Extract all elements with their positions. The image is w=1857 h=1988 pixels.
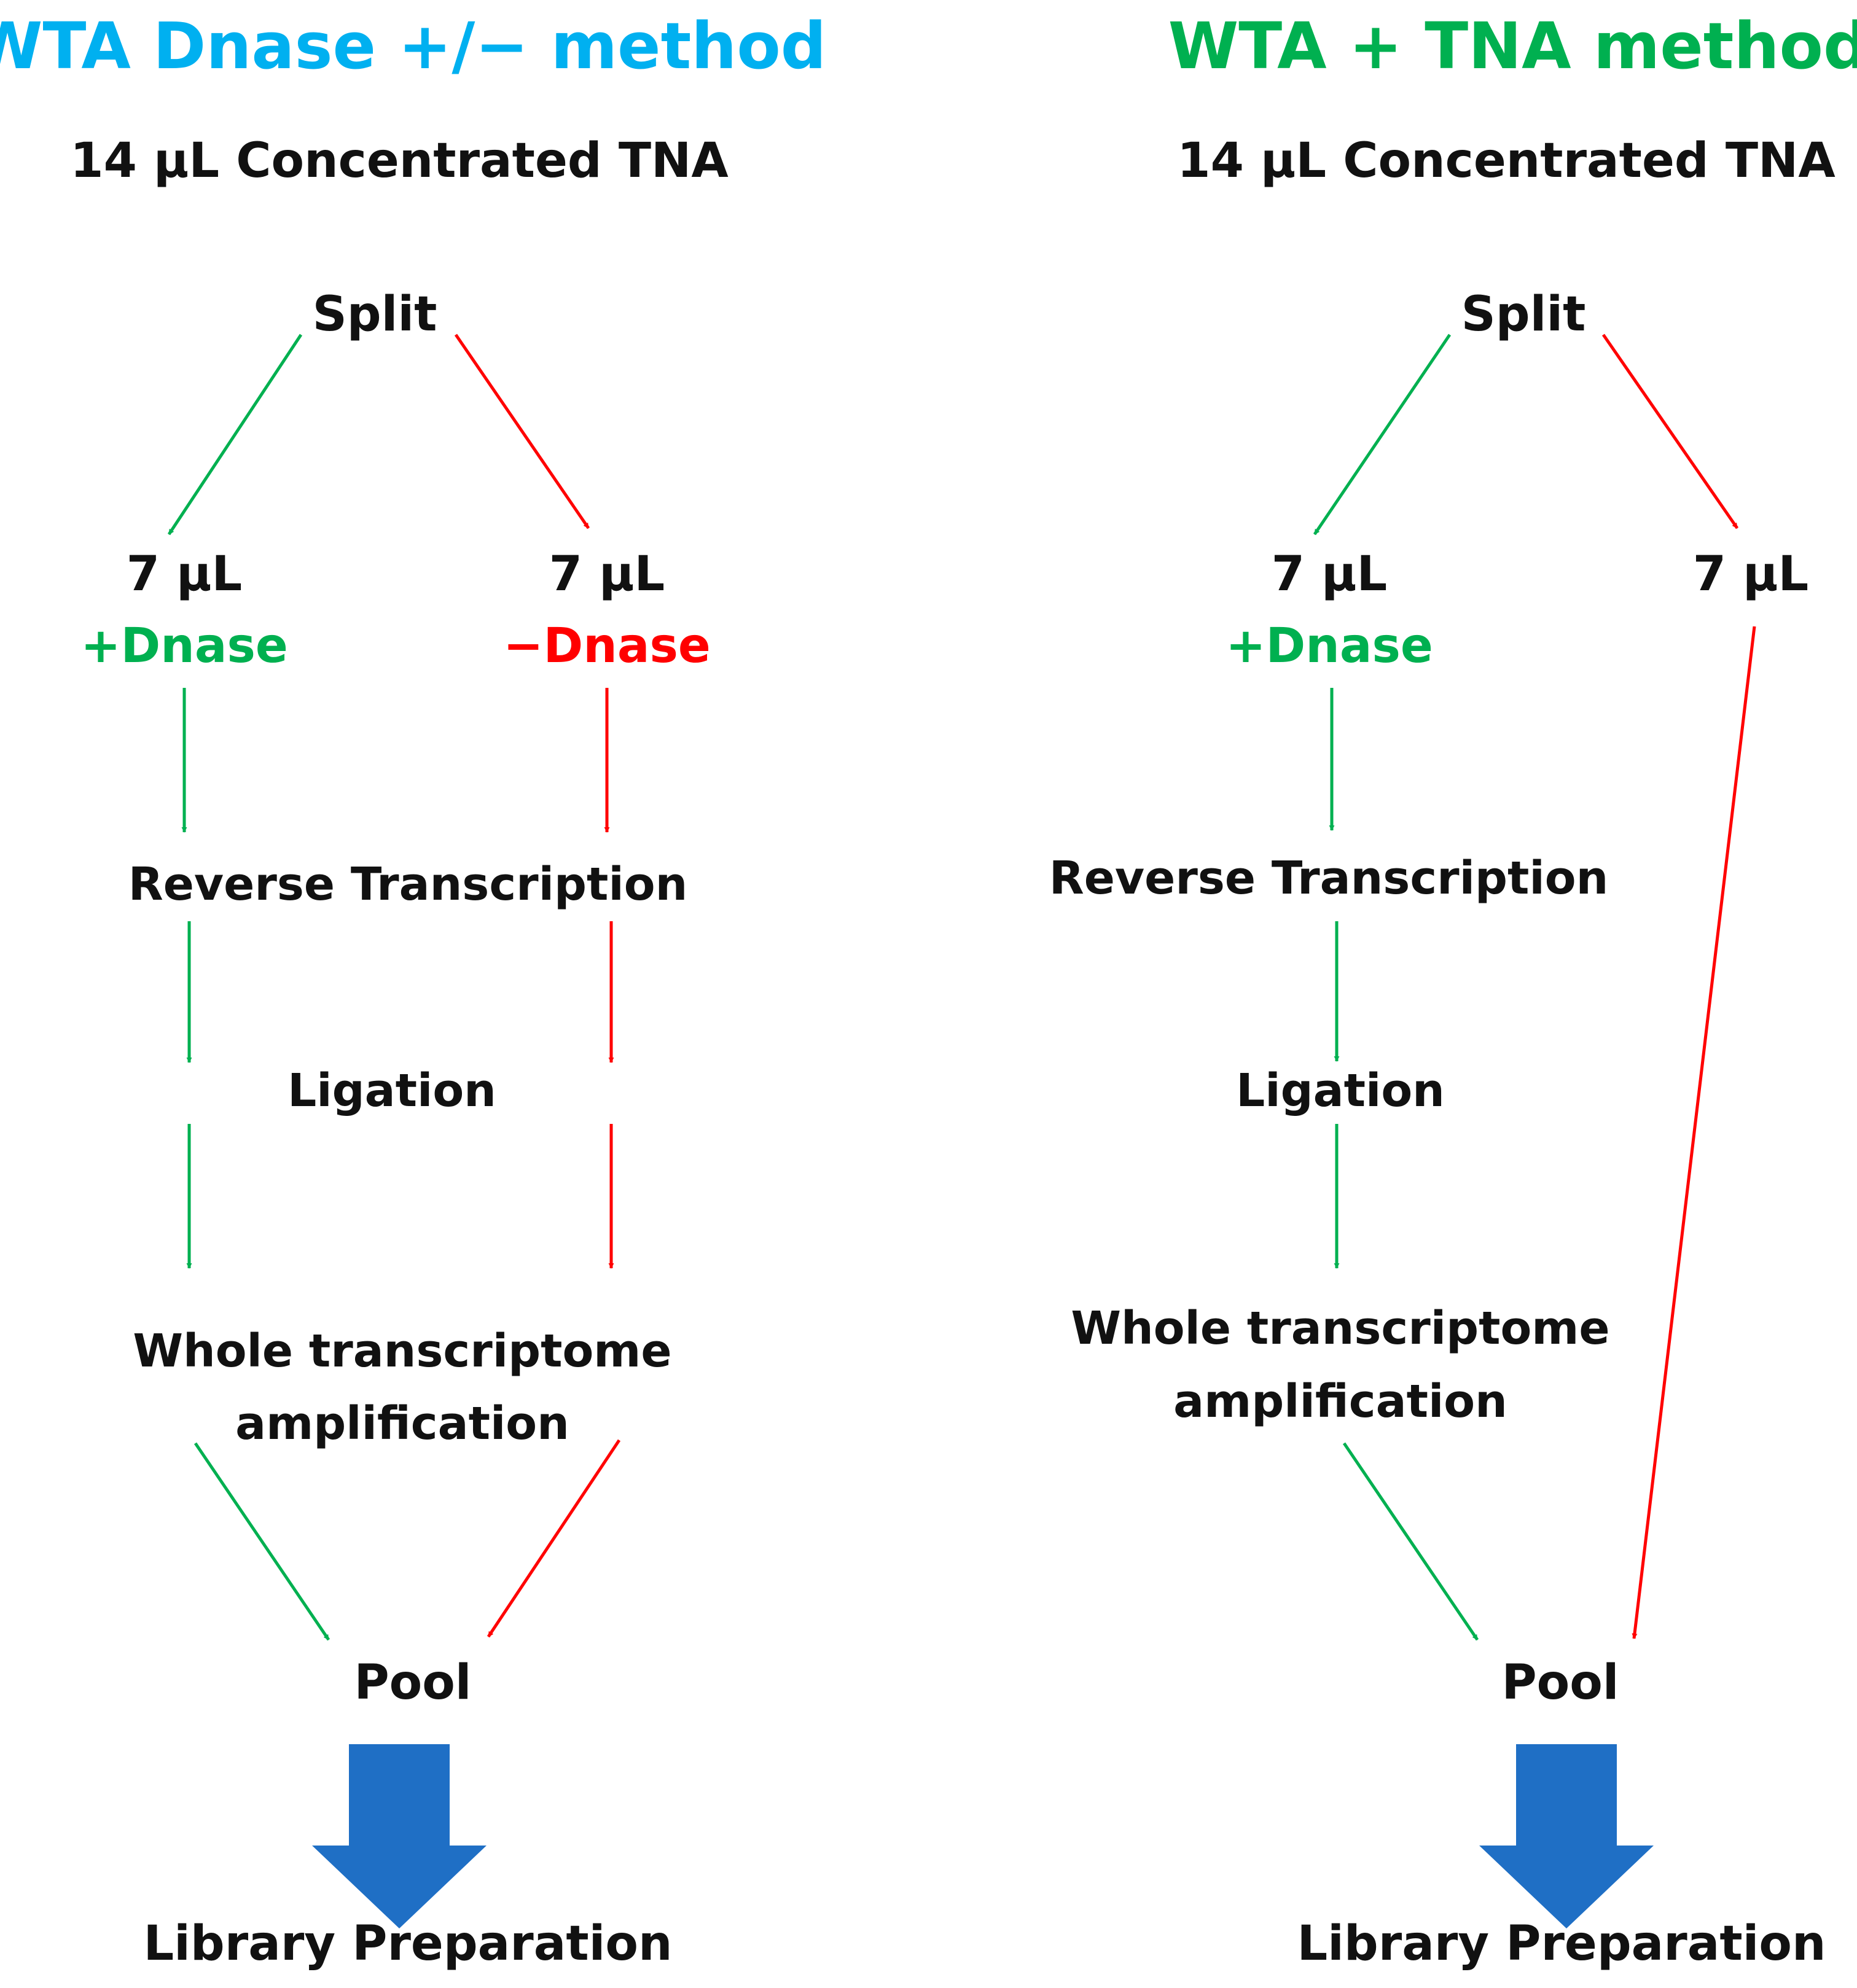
right-volume-b: 7 µL (1692, 547, 1809, 602)
right-volume-a: 7 µL (1271, 547, 1388, 602)
left-input-label: 14 µL Concentrated TNA (70, 133, 729, 189)
right-reverse-transcription: Reverse Transcription (1049, 852, 1609, 905)
left-split-label: Split (312, 287, 437, 342)
right-split-label: Split (1461, 287, 1586, 342)
left-reverse-transcription: Reverse Transcription (128, 858, 688, 911)
left-pool: Pool (354, 1655, 472, 1710)
right-method-title: WTA + TNA method (1168, 9, 1857, 84)
left-wta-to-pool-green-arrow (194, 1442, 330, 1641)
left-wta-line2: amplification (235, 1397, 569, 1450)
right-dnase-plus: +Dnase (1226, 618, 1433, 674)
right-wta-line1: Whole transcriptome (1071, 1302, 1610, 1355)
left-wta-line1: Whole transcriptome (133, 1325, 672, 1378)
right-input-label: 14 µL Concentrated TNA (1177, 133, 1835, 189)
left-dnase-minus: −Dnase (503, 618, 711, 674)
right-library-preparation: Library Preparation (1297, 1916, 1826, 1971)
right-split-to-volume-b-arrow (1601, 333, 1739, 529)
left-big-down-arrow (312, 1744, 487, 1928)
left-split-to-dnase-minus-arrow (454, 333, 590, 529)
left-ligation: Ligation (287, 1064, 496, 1117)
left-volume-a: 7 µL (126, 547, 243, 602)
right-pool: Pool (1501, 1655, 1619, 1710)
right-wta-to-pool-arrow (1342, 1442, 1479, 1641)
left-library-preparation: Library Preparation (143, 1916, 673, 1971)
right-big-down-arrow (1479, 1744, 1654, 1928)
left-split-to-dnase-plus-arrow (167, 333, 303, 536)
left-dnase-plus: +Dnase (80, 618, 288, 674)
right-wta-line2: amplification (1173, 1375, 1507, 1428)
right-volume-b-to-pool-arrow (1632, 626, 1756, 1639)
left-volume-b: 7 µL (549, 547, 665, 602)
left-method-title: WTA Dnase +/− method (0, 9, 827, 84)
right-split-to-dnase-plus-arrow (1313, 333, 1452, 536)
right-ligation: Ligation (1236, 1064, 1445, 1117)
left-wta-to-pool-red-arrow (487, 1439, 621, 1638)
